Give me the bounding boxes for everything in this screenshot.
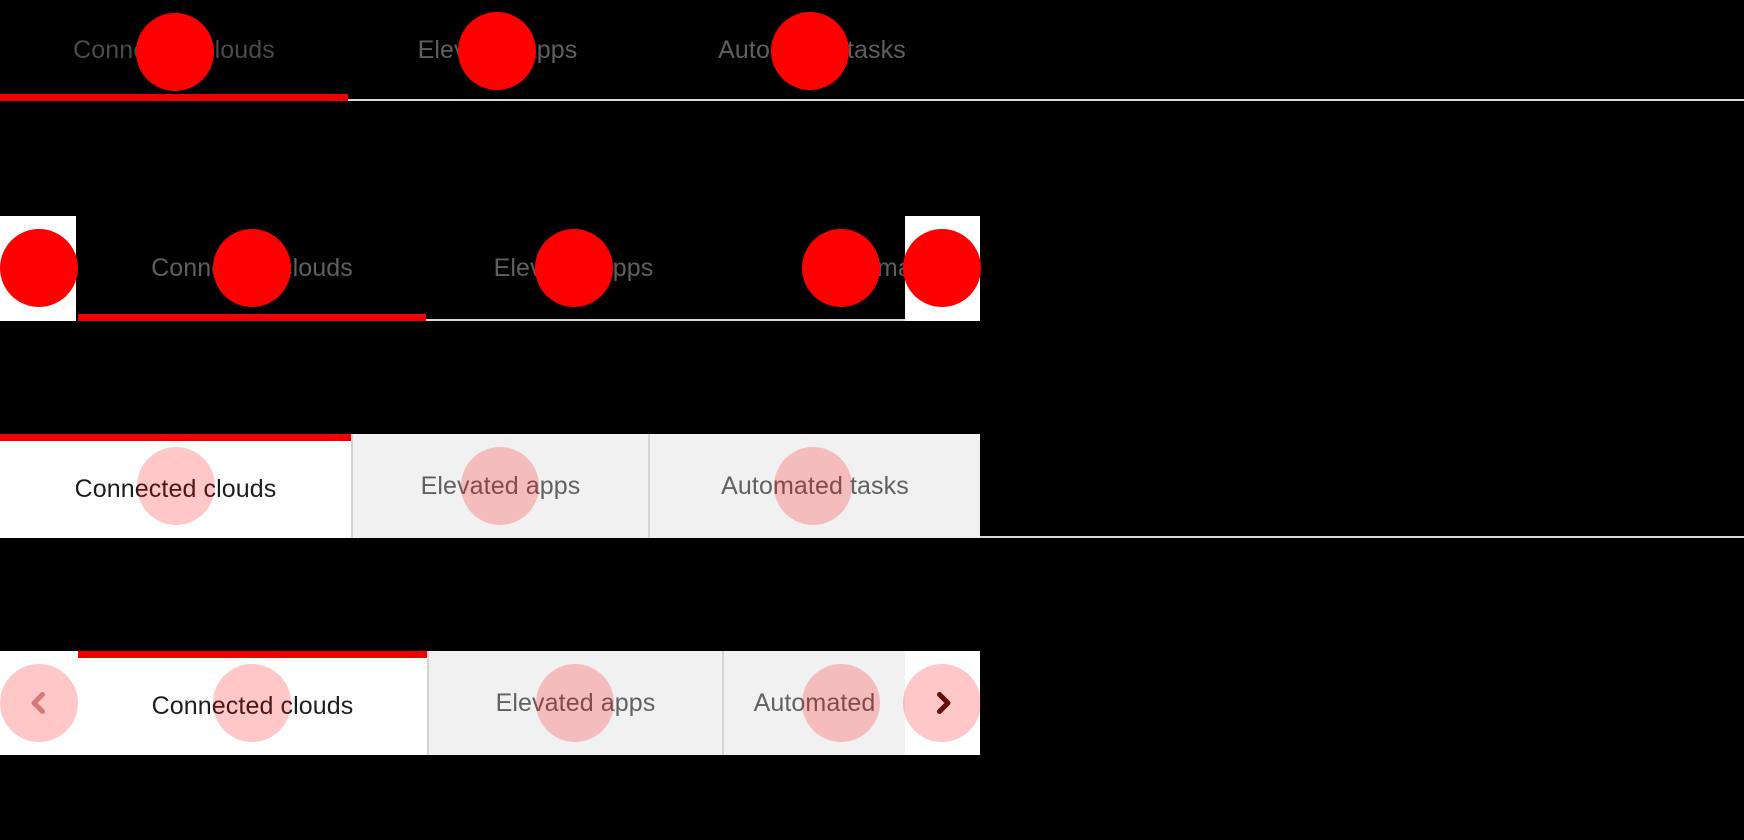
tab-connected-clouds[interactable]: Connected clouds [78,651,427,755]
tab-automated-tasks[interactable]: Automated tasks [647,0,977,101]
chevron-right-icon [930,256,956,282]
tabs-baseline [0,99,1744,101]
tab-connected-clouds[interactable]: Connected clouds [78,216,426,321]
tab-label: Elevated apps [417,36,578,64]
chevron-left-icon [25,256,51,282]
tab-label: Elevated apps [493,254,654,282]
tablist-boxed-scrollable[interactable]: Connected clouds Elevated apps Automated [78,651,905,755]
tab-label: Connected clouds [151,692,354,720]
tab-label: Connected clouds [151,254,353,282]
tab-label: Automated tasks [718,36,906,64]
tabs-variant-boxed: Connected clouds Elevated apps Automated… [0,434,1744,538]
tab-label: Connected clouds [73,36,275,64]
tab-elevated-apps[interactable]: Elevated apps [426,216,721,321]
tab-elevated-apps[interactable]: Elevated apps [427,651,722,755]
tabs-variant-underline: Connected clouds Elevated apps Automated… [0,0,1744,101]
chevron-right-icon [930,690,956,716]
scroll-prev-button[interactable] [0,216,76,321]
tab-label: Connected clouds [74,475,277,503]
tablist-underline-scrollable[interactable]: Connected clouds Elevated apps Automated [78,216,905,321]
tabs-baseline [78,319,905,321]
tab-connected-clouds[interactable]: Connected clouds [0,0,348,101]
scroll-next-button[interactable] [905,216,980,321]
tab-label: Automated tasks [721,471,909,500]
tab-label: Automated [825,254,905,282]
tabs-variant-underline-scrollable: Connected clouds Elevated apps Automated [0,216,980,321]
tab-label: Automated [753,688,876,717]
tab-elevated-apps[interactable]: Elevated apps [348,0,647,101]
tab-label: Elevated apps [420,471,581,500]
tab-automated-tasks[interactable]: Automated tasks [648,434,980,538]
scroll-prev-button[interactable] [0,651,78,755]
tab-elevated-apps[interactable]: Elevated apps [351,434,648,538]
chevron-left-icon [26,690,52,716]
scroll-next-button[interactable] [905,651,980,755]
tab-label: Elevated apps [495,688,656,717]
tab-connected-clouds[interactable]: Connected clouds [0,434,351,538]
tablist-underline: Connected clouds Elevated apps Automated… [0,0,977,101]
tabs-variant-boxed-scrollable: Connected clouds Elevated apps Automated [0,651,980,755]
tab-automated-tasks[interactable]: Automated [722,651,905,755]
tab-automated-tasks[interactable]: Automated [721,216,905,321]
